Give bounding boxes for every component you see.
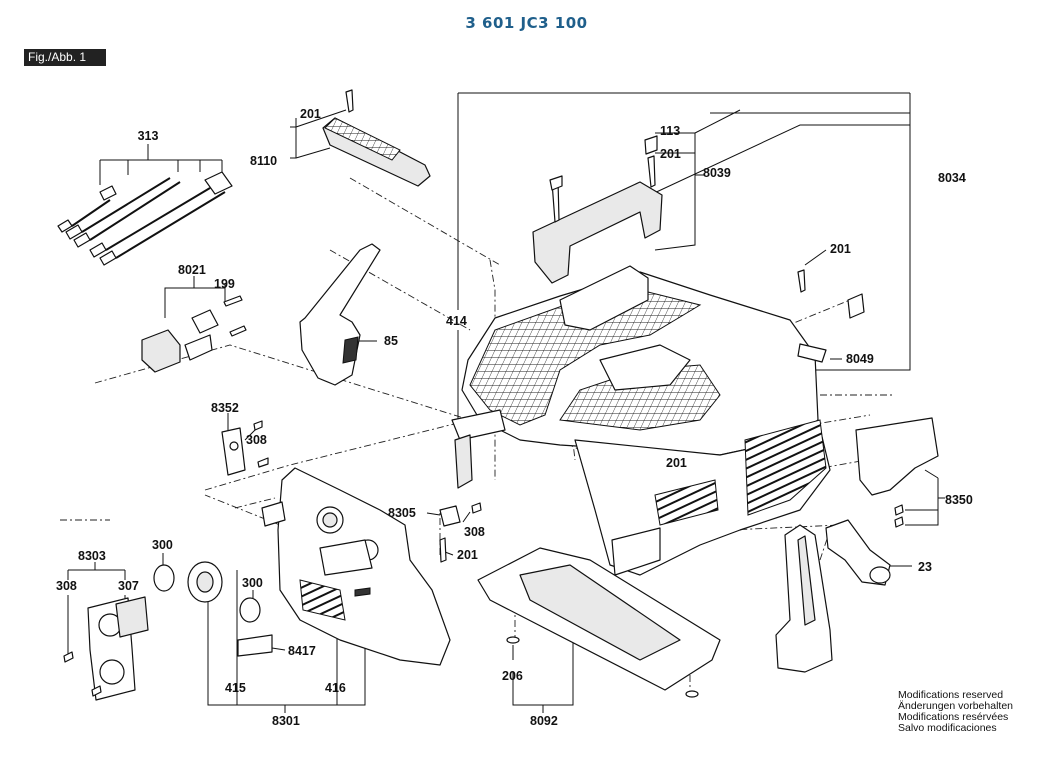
callout-8417: 8417 <box>288 644 316 658</box>
callout-8350: 8350 <box>945 493 973 507</box>
carry-handle-8039 <box>532 135 663 284</box>
callout-308-a: 308 <box>246 433 267 447</box>
hose-hook <box>775 524 833 673</box>
callout-300-a: 300 <box>152 538 173 552</box>
flap-left <box>451 409 506 489</box>
callout-113: 113 <box>660 124 680 138</box>
note-en: Modifications reserved <box>898 689 1004 701</box>
socket-8303 <box>63 596 149 701</box>
front-cover-416 <box>261 467 451 666</box>
callout-labels: 313 201 8110 8021 199 85 414 113 201 803… <box>56 107 973 728</box>
callout-8305: 8305 <box>388 506 416 520</box>
callout-201-c: 201 <box>830 242 851 256</box>
callout-23: 23 <box>918 560 932 574</box>
callout-8049: 8049 <box>846 352 874 366</box>
callout-8352: 8352 <box>211 401 239 415</box>
bottom-plate-8092 <box>477 547 721 698</box>
leader-lines <box>67 92 945 713</box>
callout-308-b: 308 <box>464 525 485 539</box>
note-es: Salvo modificaciones <box>898 722 997 734</box>
nozzle-8350 <box>855 417 939 528</box>
note-fr: Modifications resérvées <box>898 711 1009 723</box>
callout-8303: 8303 <box>78 549 106 563</box>
handle-8110 <box>322 89 431 187</box>
holder-85 <box>299 243 381 386</box>
figure-label: Fig./Abb. 1 <box>24 49 106 66</box>
bracket-8352 <box>221 420 269 476</box>
callout-201-a: 201 <box>300 107 321 121</box>
callout-201-e: 201 <box>457 548 478 562</box>
callout-199: 199 <box>214 277 235 291</box>
page-title: 3 601 JC3 100 <box>465 14 588 32</box>
plate-8034 <box>797 269 865 363</box>
wiring-harness-313 <box>57 171 233 266</box>
latch-8305 <box>439 502 482 563</box>
callout-201-d: 201 <box>666 456 687 470</box>
callout-416: 416 <box>325 681 346 695</box>
callout-8110: 8110 <box>250 154 277 168</box>
callout-206: 206 <box>502 669 523 683</box>
knob-300 <box>153 561 261 623</box>
note-de: Änderungen vorbehalten <box>898 700 1014 712</box>
callout-313: 313 <box>138 129 159 143</box>
callout-8039: 8039 <box>703 166 731 180</box>
callout-415: 415 <box>225 681 246 695</box>
callout-300-b: 300 <box>242 576 263 590</box>
switch-8021 <box>141 295 247 373</box>
housing-lower <box>574 419 831 576</box>
callout-8034: 8034 <box>938 171 966 185</box>
callout-85: 85 <box>384 334 398 348</box>
callout-307: 307 <box>118 579 139 593</box>
callout-308-c: 308 <box>56 579 77 593</box>
callout-201-b: 201 <box>660 147 681 161</box>
callout-414: 414 <box>446 314 467 328</box>
callout-8092: 8092 <box>530 714 558 728</box>
callout-8301: 8301 <box>272 714 300 728</box>
housing-upper-414 <box>461 265 819 456</box>
clip-23 <box>825 519 891 586</box>
callout-8021: 8021 <box>178 263 206 277</box>
modifications-note: Modifications reserved Änderungen vorbeh… <box>898 690 1013 734</box>
label-8417 <box>237 634 273 657</box>
